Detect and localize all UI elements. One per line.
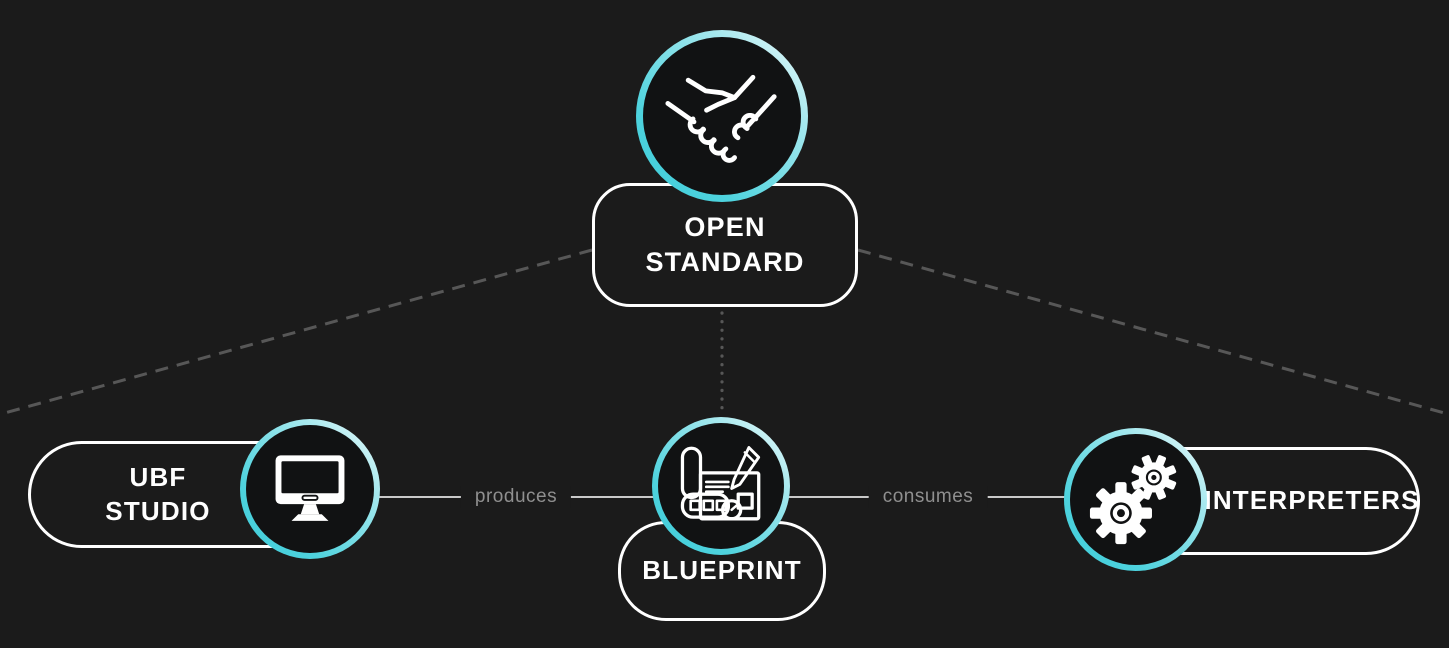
node-blueprint-label: BLUEPRINT [642,555,802,586]
node-interpreters-label: INTERPRETERS [1204,485,1420,516]
edge-label-produces: produces [460,486,572,508]
handshake-icon [665,74,777,163]
edge-dashed-right [857,248,1449,416]
node-open-standard-label: OPEN STANDARD [645,212,805,277]
edge-label-consumes: consumes [868,486,988,508]
open-standard-icon-circle [636,30,808,202]
ubf-studio-icon-circle [240,419,380,559]
blueprint-icon-circle [652,417,790,555]
desktop-monitor-icon [275,455,345,521]
blueprint-document-icon [680,446,761,521]
node-ubf-studio-label: UBF STUDIO [105,462,211,526]
edge-dashed-left [0,248,593,416]
gears-icon [1089,454,1176,544]
interpreters-icon-circle [1064,428,1207,571]
